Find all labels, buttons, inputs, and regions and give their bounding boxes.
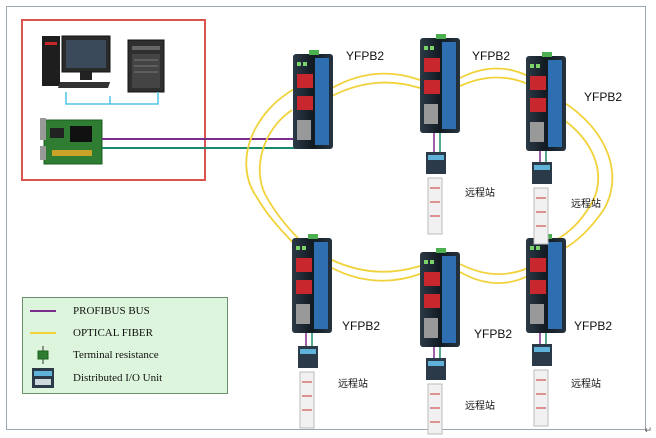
legend-item-terminal: Terminal resistance	[23, 345, 159, 365]
profibus-line-icon	[30, 310, 56, 312]
io-unit-icon	[32, 368, 54, 388]
fiber-line-icon	[30, 332, 56, 334]
return-mark: ↵	[644, 426, 652, 436]
device-label-5: YFPB2	[474, 327, 512, 341]
legend-item-optical: OPTICAL FIBER	[23, 323, 153, 343]
device-label-2: YFPB2	[472, 49, 510, 63]
diagram-frame	[6, 6, 646, 430]
remote-station-2	[532, 162, 552, 245]
device-label-3: YFPB2	[584, 90, 622, 104]
profibus-card-icon	[40, 118, 103, 165]
host-box	[21, 19, 206, 181]
station-label-2: 远程站	[571, 197, 601, 210]
remote-station-1	[426, 152, 446, 235]
legend-label-terminal: Terminal resistance	[73, 349, 159, 361]
fiber-ring	[245, 67, 614, 285]
remote-station-5	[532, 344, 552, 427]
legend-label-optical: OPTICAL FIBER	[73, 327, 153, 339]
yfpb2-device-1	[293, 50, 333, 149]
remote-station-3	[298, 346, 318, 429]
yfpb2-device-5	[420, 248, 460, 347]
device-label-6: YFPB2	[574, 319, 612, 333]
device-label-4: YFPB2	[342, 319, 380, 333]
terminal-resistance-icon	[37, 346, 49, 364]
workstation-icon	[42, 35, 111, 88]
legend-label-io: Distributed I/O Unit	[73, 372, 163, 384]
station-label-1: 远程站	[465, 186, 495, 199]
legend-item-io: Distributed I/O Unit	[23, 368, 162, 388]
yfpb2-device-6	[526, 234, 566, 333]
device-label-1: YFPB2	[346, 49, 384, 63]
station-label-3: 远程站	[338, 377, 368, 390]
drop-lines	[305, 133, 547, 358]
legend: PROFIBUS BUS OPTICAL FIBER Terminal resi…	[22, 297, 228, 394]
station-label-5: 远程站	[571, 377, 601, 390]
lan-link	[65, 92, 159, 105]
server-icon	[127, 39, 165, 93]
legend-item-profibus: PROFIBUS BUS	[23, 301, 150, 321]
yfpb2-device-2	[420, 34, 460, 133]
station-label-4: 远程站	[465, 399, 495, 412]
yfpb2-device-4	[292, 234, 332, 333]
remote-station-4	[426, 358, 446, 435]
yfpb2-device-3	[526, 52, 566, 151]
legend-label-profibus: PROFIBUS BUS	[73, 305, 150, 317]
